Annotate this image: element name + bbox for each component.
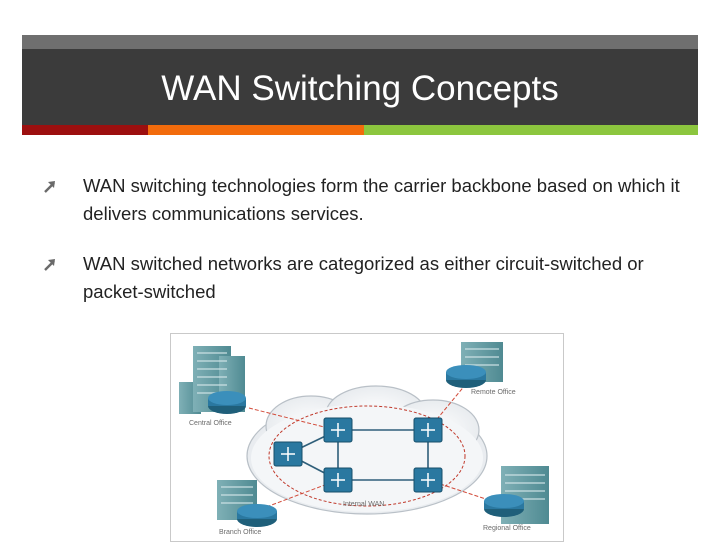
accent-bar-red	[22, 125, 148, 135]
remote-office-label: Remote Office	[471, 389, 516, 396]
title-top-strip	[22, 35, 698, 49]
remote-office-building	[446, 342, 503, 388]
central-office-building	[179, 346, 246, 414]
branch-office-label: Branch Office	[219, 529, 261, 536]
wan-switch-icon	[273, 441, 303, 467]
title-bar: WAN Switching Concepts	[22, 49, 698, 125]
regional-office-building	[484, 466, 549, 524]
bullet-text-1: WAN switching technologies form the carr…	[83, 175, 680, 224]
accent-bar-green	[364, 125, 698, 135]
wan-switch-icon	[413, 467, 443, 493]
arrow-bullet-icon	[44, 181, 55, 193]
wan-switch-icon	[323, 417, 353, 443]
slide-title: WAN Switching Concepts	[161, 69, 559, 108]
wan-network-diagram: Central Office Remote Office Branch Offi	[170, 333, 564, 542]
arrow-bullet-icon	[44, 259, 55, 271]
bullet-item-2: WAN switched networks are categorized as…	[42, 250, 682, 306]
central-office-label: Central Office	[189, 420, 232, 427]
wan-switch-icon	[323, 467, 353, 493]
accent-bar-orange	[148, 125, 364, 135]
internal-wan-label: Internal WAN	[343, 501, 384, 508]
bullet-text-2: WAN switched networks are categorized as…	[83, 253, 644, 302]
wan-switch-icon	[413, 417, 443, 443]
bullet-item-1: WAN switching technologies form the carr…	[42, 172, 682, 228]
regional-office-label: Regional Office	[483, 525, 531, 532]
branch-office-building	[217, 480, 277, 527]
